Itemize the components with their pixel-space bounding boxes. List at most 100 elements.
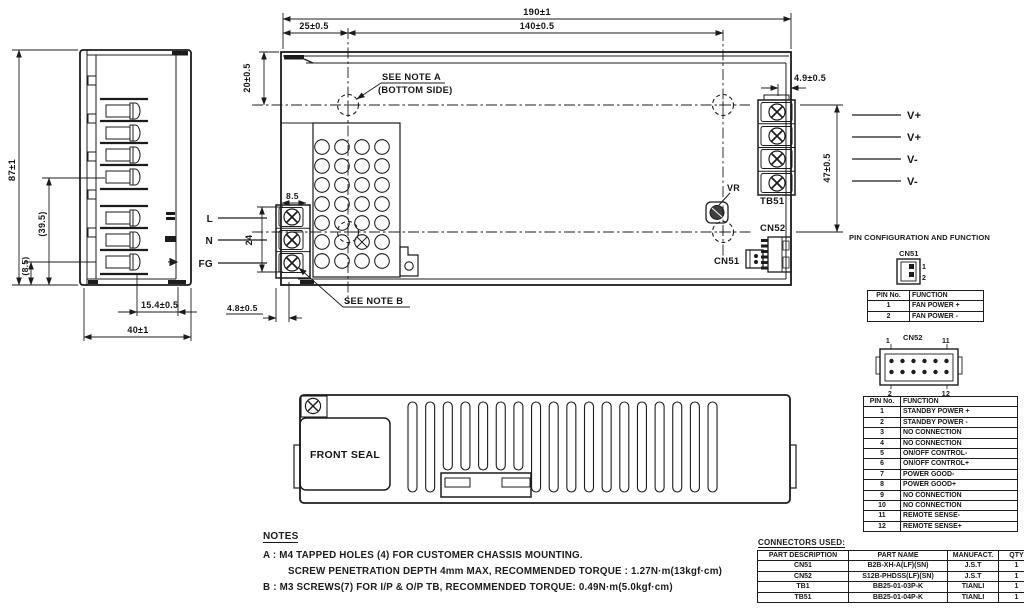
- cn52-pin-number-1: 1: [886, 338, 890, 345]
- cn51-label: CN51: [714, 256, 740, 267]
- vr-label: VR: [727, 183, 740, 193]
- front-seal-area: [299, 417, 391, 491]
- table-cell: 2: [863, 416, 901, 429]
- terminal-cell: [278, 253, 304, 273]
- dim-label-hole-row-pitch: 47±0.5: [822, 153, 832, 182]
- dim-label-tb-pitch: 24: [244, 235, 254, 246]
- table-cell: 1: [998, 570, 1024, 583]
- label-plate-window: [501, 477, 531, 488]
- table-cell: TB51: [757, 591, 849, 604]
- terminal-cell: [278, 207, 304, 227]
- dim-label-hole-offset: 25±0.5: [299, 21, 328, 31]
- table-cell: J.S.T: [947, 560, 999, 572]
- centerlines: [252, 28, 752, 303]
- vr-potentiometer: [705, 192, 731, 224]
- vent-hole: [354, 158, 370, 174]
- vent-hole: [354, 215, 370, 231]
- table-cell: REMOTE SENSE+: [900, 520, 1018, 533]
- dim-label-width: 40±1: [127, 325, 148, 335]
- cn51-pin-number-1: 1: [922, 264, 926, 271]
- vent-slot: [442, 401, 453, 471]
- input-label-neutral: N: [205, 236, 213, 247]
- vent-hole: [334, 139, 350, 155]
- screw-cross: [770, 129, 784, 143]
- vent-slot: [425, 401, 436, 493]
- vent-slot: [707, 401, 718, 493]
- table-cell: BB25-01-03P-K: [848, 581, 948, 593]
- screw-cross: [285, 210, 299, 224]
- table-header-cell: PIN No.: [863, 395, 901, 408]
- vent-hole: [334, 196, 350, 212]
- pin-dot: [933, 369, 938, 375]
- input-label-ground: FG: [199, 259, 214, 270]
- table-cell: POWER GOOD+: [900, 479, 1018, 491]
- table-cell: 1: [863, 406, 901, 418]
- table-cell: 8: [863, 479, 901, 491]
- table-cell: TB1: [757, 581, 849, 593]
- table-cell: 4: [863, 437, 901, 450]
- vent-slot: [513, 401, 524, 471]
- dim-label-hole-pitch: 140±0.5: [520, 21, 555, 31]
- vent-slot: [460, 401, 471, 471]
- table-cell: 7: [863, 468, 901, 481]
- table-cell: FAN POWER -: [909, 310, 984, 323]
- screw-cross: [770, 152, 784, 166]
- terminal-screw: [768, 103, 786, 121]
- vent-slot: [478, 401, 489, 471]
- front-screw: [304, 397, 322, 415]
- vent-slot: [654, 401, 665, 493]
- dim-label-height: 87±1: [7, 158, 18, 181]
- terminal-screw-body: [105, 104, 131, 118]
- front-screw-plate: [300, 395, 328, 418]
- terminal-cell: [760, 126, 793, 146]
- vent-slot: [566, 401, 577, 493]
- neutral-marking: [165, 236, 176, 242]
- table-cell: ON/OFF CONTROL-: [900, 448, 1018, 460]
- vent-hole: [374, 215, 390, 231]
- screw-cross: [770, 105, 784, 119]
- connectors-used-title: CONNECTORS USED:: [758, 538, 846, 548]
- mounting-hole-ticks: [344, 101, 727, 236]
- connector-tooth: [761, 255, 768, 259]
- cn52-pin-number-12: 12: [942, 391, 950, 398]
- output-label-vplus-2: V+: [907, 132, 921, 144]
- table-cell: ON/OFF CONTROL+: [900, 458, 1018, 470]
- connector-tooth: [761, 250, 768, 253]
- table-cell: 1: [867, 300, 910, 312]
- pin-dot: [889, 358, 894, 364]
- vent-hole: [314, 196, 330, 212]
- table-cell: REMOTE SENSE-: [900, 510, 1018, 522]
- table-cell: 3: [863, 427, 901, 439]
- terminal-screw-head: [129, 253, 141, 271]
- vent-slot: [548, 401, 559, 493]
- table-cell: NO CONNECTION: [900, 437, 1018, 450]
- note-a-line1: A : M4 TAPPED HOLES (4) FOR CUSTOMER CHA…: [263, 550, 583, 561]
- terminal-screw-head: [129, 102, 141, 120]
- chassis-notch: [300, 280, 314, 284]
- tb51-label: TB51: [760, 196, 785, 207]
- vr-access-hatch: [356, 236, 368, 248]
- vent-hole: [314, 215, 330, 231]
- pin-dot: [889, 369, 894, 375]
- dim-label-length: 190±1: [523, 7, 551, 18]
- input-terminal-block-tb1: [275, 204, 311, 279]
- line-marking: [166, 217, 175, 220]
- cn52-connector: [761, 236, 792, 273]
- vent-hole: [374, 234, 390, 250]
- table-cell: NO CONNECTION: [900, 500, 1018, 512]
- terminal-screw-head: [129, 231, 141, 249]
- terminal-screw-body: [105, 126, 131, 140]
- terminal-screw: [283, 254, 301, 272]
- dim-label-top-offset: 20±0.5: [242, 63, 252, 92]
- vent-slot: [672, 401, 683, 493]
- pin-dot: [922, 358, 927, 364]
